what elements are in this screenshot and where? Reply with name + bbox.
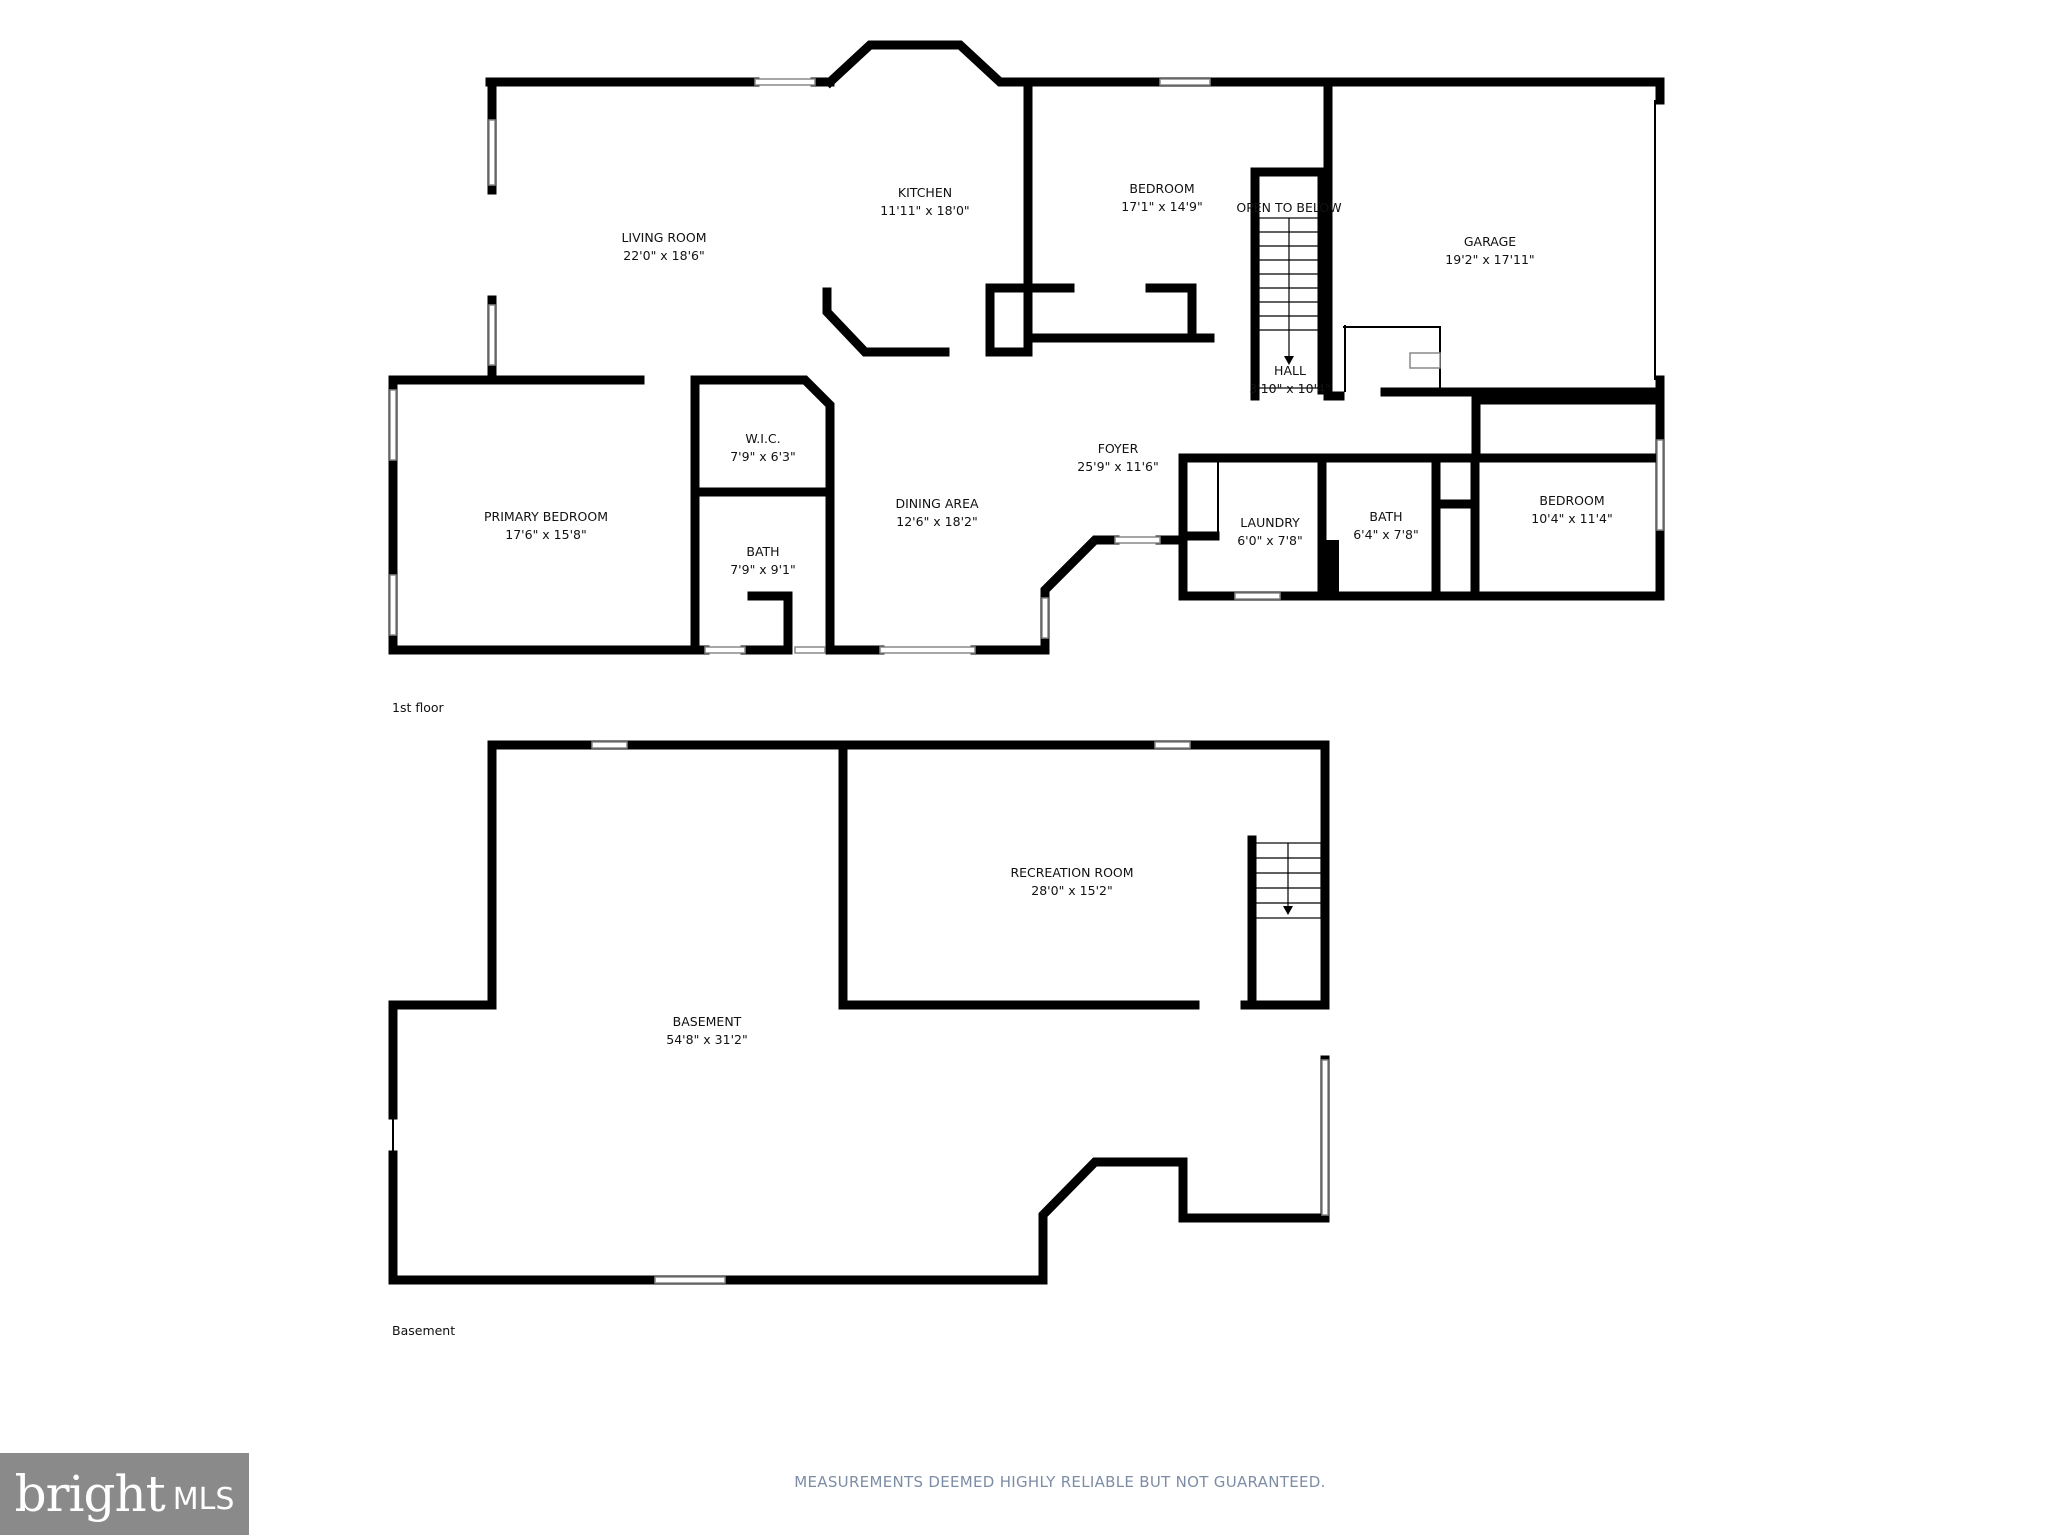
first-floor-stairs (1258, 217, 1320, 389)
room-dims: 25'9" x 11'6" (1077, 459, 1158, 474)
disclaimer-text: MEASUREMENTS DEEMED HIGHLY RELIABLE BUT … (794, 1473, 1325, 1491)
room-dims: 22'0" x 18'6" (623, 248, 704, 263)
floor-label-basement: Basement (392, 1323, 455, 1338)
room-name: W.I.C. (745, 431, 780, 446)
basement-walls (388, 740, 1330, 1285)
logo-word: bright (14, 1465, 166, 1523)
room-dims: 6'4" x 7'8" (1353, 527, 1419, 542)
room-name: FOYER (1098, 441, 1139, 456)
room-dims: 54'8" x 31'2" (666, 1032, 747, 1047)
room-name: DINING AREA (895, 496, 978, 511)
room-name: BEDROOM (1539, 493, 1604, 508)
room-name: BEDROOM (1129, 181, 1194, 196)
room-name: RECREATION ROOM (1010, 865, 1133, 880)
room-name: BASEMENT (673, 1014, 742, 1029)
room-dims: 17'6" x 15'8" (505, 527, 586, 542)
room-dims: 3'10" x 10'4" (1249, 381, 1330, 396)
room-name: BATH (1369, 509, 1402, 524)
room-name: KITCHEN (898, 185, 952, 200)
room-dims: 19'2" x 17'11" (1445, 252, 1534, 267)
room-dims: 6'0" x 7'8" (1237, 533, 1303, 548)
bright-mls-logo: bright MLS (0, 1453, 249, 1535)
first-floor-details (1217, 100, 1656, 536)
room-dims: 7'9" x 6'3" (730, 449, 796, 464)
room-dims: 17'1" x 14'9" (1121, 199, 1202, 214)
room-name: LAUNDRY (1240, 515, 1300, 530)
floor-label-first: 1st floor (392, 700, 445, 715)
first-floor-windows (389, 78, 1664, 654)
room-dims: 28'0" x 15'2" (1031, 883, 1112, 898)
room-dims: 10'4" x 11'4" (1531, 511, 1612, 526)
room-name: PRIMARY BEDROOM (484, 509, 608, 524)
room-dims: 7'9" x 9'1" (730, 562, 796, 577)
room-name: LIVING ROOM (621, 230, 706, 245)
basement-details (392, 741, 1329, 1284)
room-name: BATH (746, 544, 779, 559)
room-name: OPEN TO BELOW (1236, 200, 1341, 215)
room-dims: 12'6" x 18'2" (896, 514, 977, 529)
first-floor-walls (388, 40, 1665, 655)
room-name: HALL (1274, 363, 1306, 378)
room-labels: LIVING ROOM 22'0" x 18'6" KITCHEN 11'11"… (484, 181, 1613, 1047)
room-dims: 11'11" x 18'0" (880, 203, 969, 218)
room-name: GARAGE (1464, 234, 1516, 249)
logo-suffix: MLS (172, 1481, 235, 1517)
